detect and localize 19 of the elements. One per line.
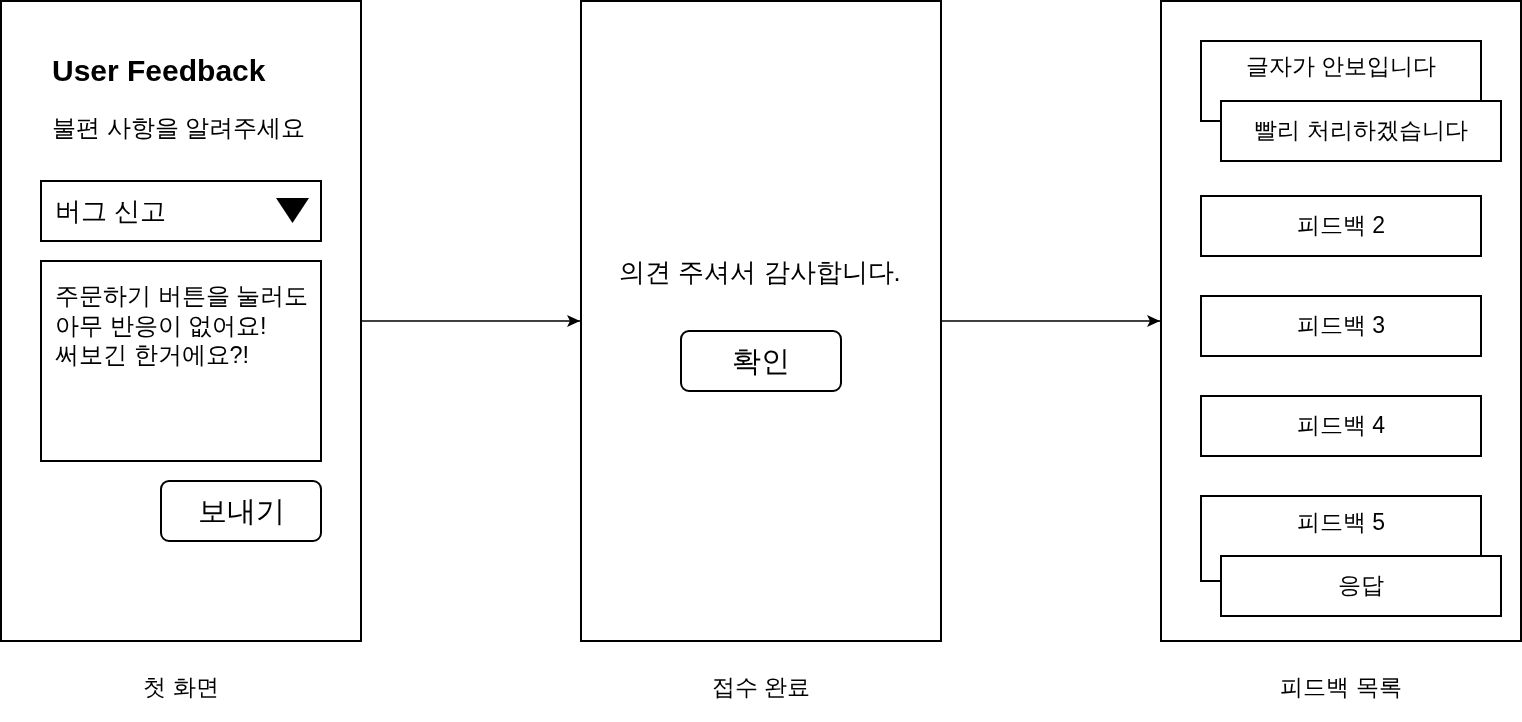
feedback-item: 글자가 안보입니다 — [1200, 40, 1482, 100]
feedback-item: 피드백 4 — [1200, 395, 1482, 457]
screen-caption: 첫 화면 — [143, 674, 219, 702]
screen-title: User Feedback — [52, 53, 266, 89]
feedback-item: 피드백 2 — [1200, 195, 1482, 257]
screen-caption: 피드백 목록 — [1280, 674, 1402, 702]
reply-item: 빨리 처리하겠습니다 — [1220, 100, 1502, 162]
feedback-item: 피드백 5 — [1200, 495, 1482, 555]
text-area-field: 주문하기 버튼을 눌러도 아무 반응이 없어요! 써보긴 한거에요?! — [40, 260, 322, 462]
message-text: 의견 주셔서 감사합니다. — [619, 256, 901, 288]
arrow — [361, 315, 581, 327]
screen-subtitle: 불편 사항을 알려주세요 — [52, 113, 306, 143]
send-button: 보내기 — [160, 480, 322, 542]
confirm-button: 확인 — [680, 330, 842, 392]
feedback-item: 피드백 3 — [1200, 295, 1482, 357]
reply-item: 응답 — [1220, 555, 1502, 617]
screen-caption: 접수 완료 — [711, 674, 811, 702]
arrow — [941, 315, 1161, 327]
dropdown-select: 버그 신고 — [40, 180, 322, 242]
